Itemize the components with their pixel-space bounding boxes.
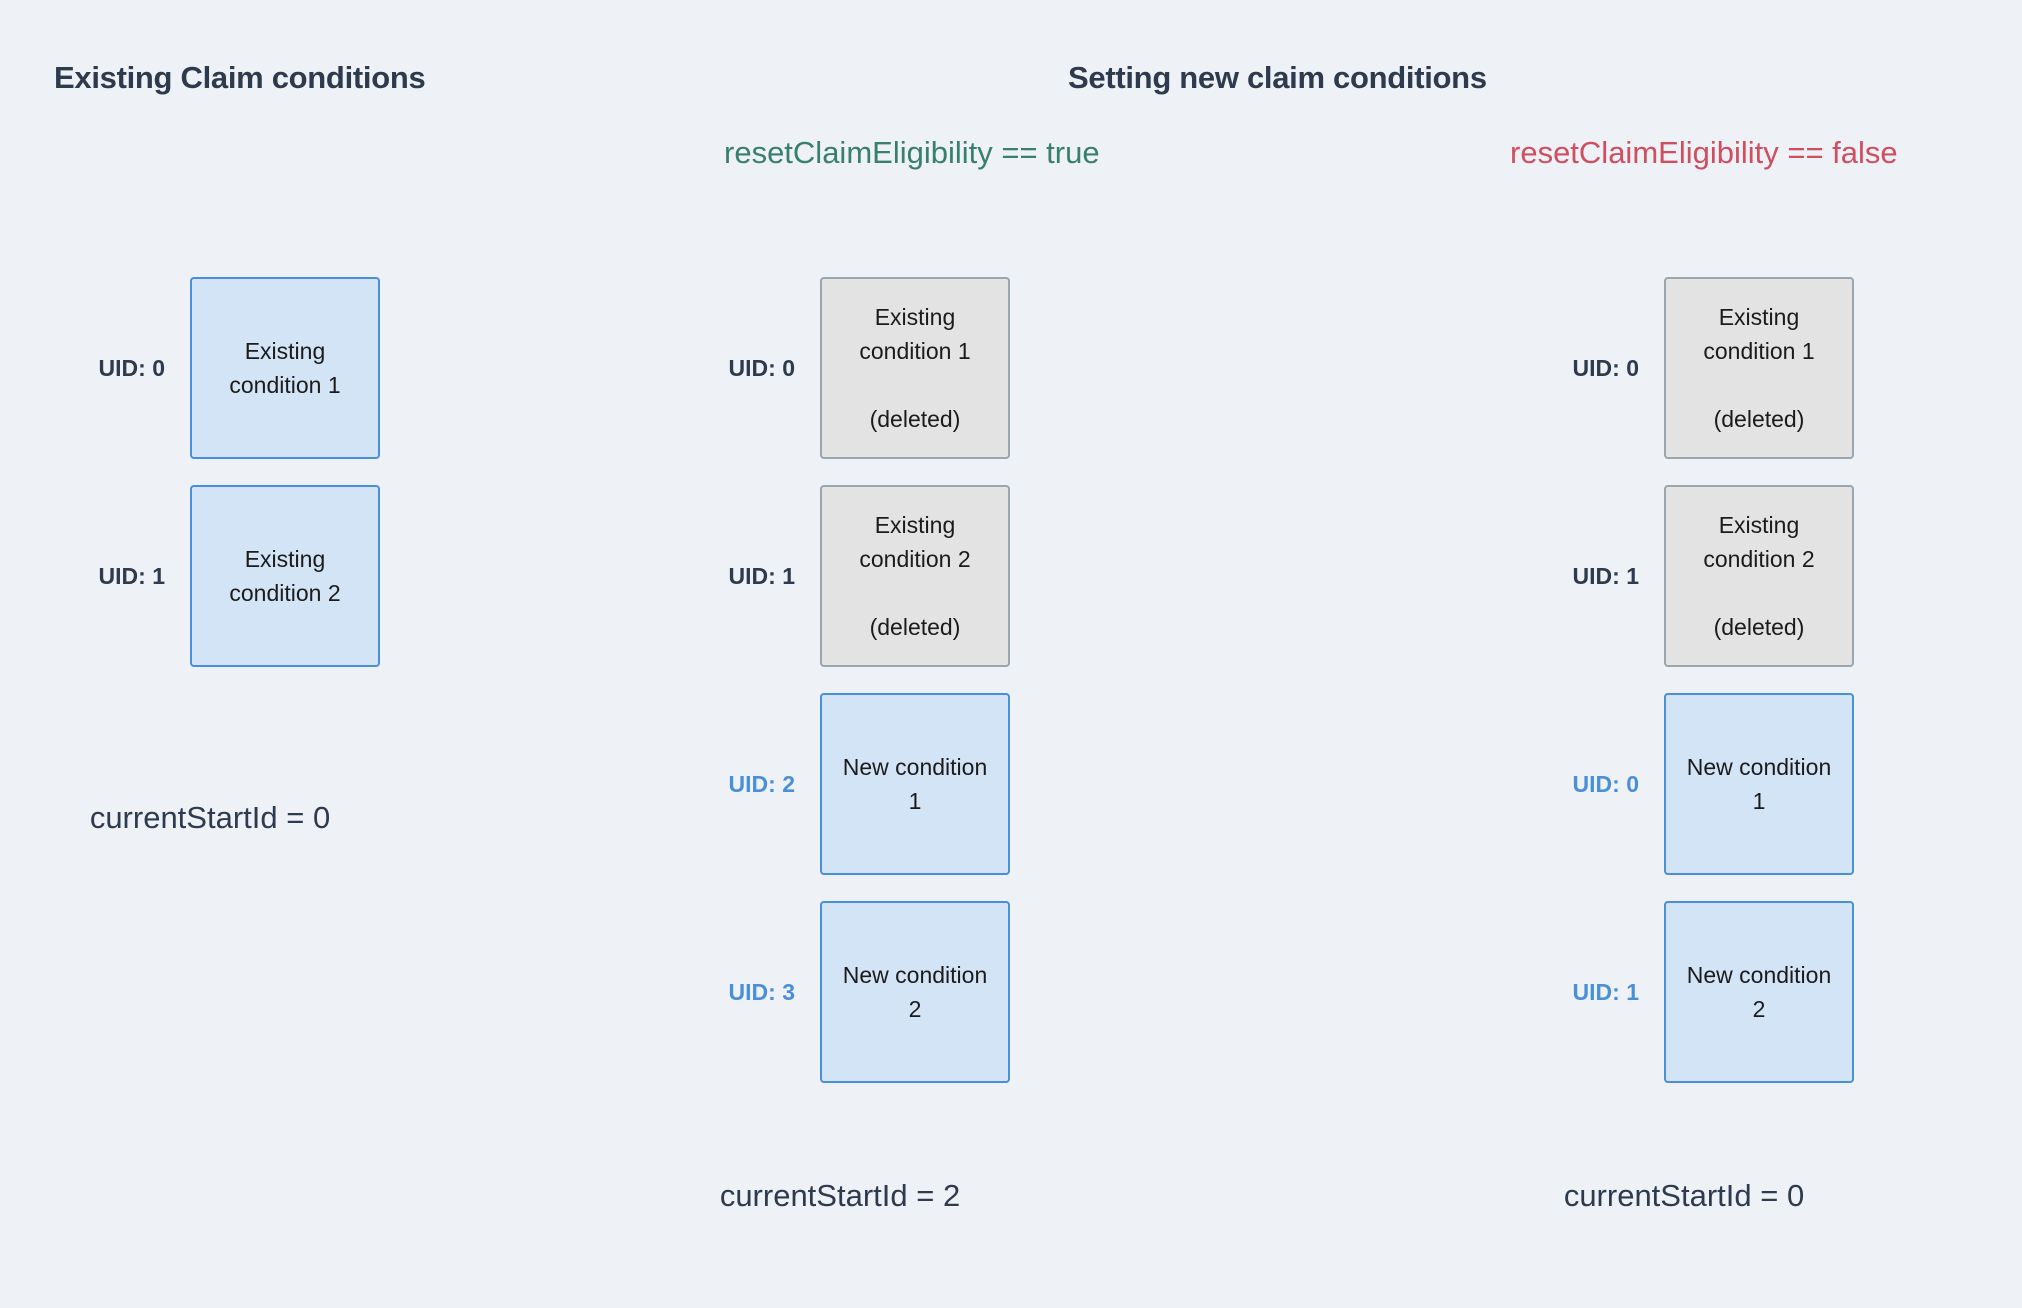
uid-label: UID: 1 bbox=[1572, 562, 1639, 589]
uid-label: UID: 1 bbox=[1572, 978, 1639, 1005]
condition-box-note: (deleted) bbox=[869, 614, 961, 640]
uid-label: UID: 1 bbox=[98, 562, 165, 589]
current-start-id-value: currentStartId = 2 bbox=[719, 1178, 961, 1213]
uid-label: UID: 0 bbox=[1572, 770, 1639, 797]
condition-row: UID: 2 New condition 1 bbox=[630, 693, 1050, 875]
uid-label: UID: 1 bbox=[728, 562, 795, 589]
condition-box-title: Existing condition 1 bbox=[1703, 304, 1815, 364]
condition-box-title: Existing condition 2 bbox=[859, 512, 971, 572]
condition-box-active: New condition 1 bbox=[820, 693, 1010, 875]
subtitle-reset-claim-eligibility-false: resetClaimEligibility == false bbox=[1510, 135, 1898, 170]
condition-row: UID: 0 New condition 1 bbox=[1474, 693, 1894, 875]
condition-box-active: New condition 2 bbox=[1664, 901, 1854, 1083]
current-start-id-value: currentStartId = 0 bbox=[1563, 1178, 1805, 1213]
page-title-existing-claim-conditions: Existing Claim conditions bbox=[54, 60, 426, 95]
condition-box-note: (deleted) bbox=[869, 406, 961, 432]
current-start-id-value: currentStartId = 0 bbox=[89, 800, 331, 835]
condition-row: UID: 1 Existing condition 2 (deleted) bbox=[1474, 485, 1894, 667]
uid-label: UID: 2 bbox=[728, 770, 795, 797]
condition-box-title: Existing condition 1 bbox=[229, 338, 341, 398]
condition-box-note: (deleted) bbox=[1713, 614, 1805, 640]
condition-box-title: New condition 1 bbox=[1686, 754, 1832, 814]
condition-box-title: Existing condition 2 bbox=[229, 546, 341, 606]
condition-box-title: New condition 2 bbox=[842, 962, 988, 1022]
condition-row: UID: 1 Existing condition 2 (deleted) bbox=[630, 485, 1050, 667]
condition-box-active: New condition 1 bbox=[1664, 693, 1854, 875]
page-title-setting-new-claim-conditions: Setting new claim conditions bbox=[1068, 60, 1487, 95]
condition-box-title: Existing condition 2 bbox=[1703, 512, 1815, 572]
condition-row: UID: 1 New condition 2 bbox=[1474, 901, 1894, 1083]
condition-row: UID: 3 New condition 2 bbox=[630, 901, 1050, 1083]
condition-box-title: Existing condition 1 bbox=[859, 304, 971, 364]
condition-box-deleted: Existing condition 1 (deleted) bbox=[820, 277, 1010, 459]
condition-row: UID: 1 Existing condition 2 bbox=[0, 485, 420, 667]
uid-label: UID: 0 bbox=[728, 354, 795, 381]
condition-box-deleted: Existing condition 2 (deleted) bbox=[820, 485, 1010, 667]
condition-box-deleted: Existing condition 1 (deleted) bbox=[1664, 277, 1854, 459]
condition-row: UID: 0 Existing condition 1 (deleted) bbox=[1474, 277, 1894, 459]
condition-box-active: Existing condition 2 bbox=[190, 485, 380, 667]
subtitle-reset-claim-eligibility-true: resetClaimEligibility == true bbox=[724, 135, 1100, 170]
uid-label: UID: 3 bbox=[728, 978, 795, 1005]
condition-box-active: New condition 2 bbox=[820, 901, 1010, 1083]
uid-label: UID: 0 bbox=[1572, 354, 1639, 381]
condition-row: UID: 0 Existing condition 1 bbox=[0, 277, 420, 459]
condition-box-note: (deleted) bbox=[1713, 406, 1805, 432]
condition-box-title: New condition 2 bbox=[1686, 962, 1832, 1022]
column-existing-conditions: UID: 0 Existing condition 1 UID: 1 Existing… bbox=[0, 0, 420, 1308]
condition-box-deleted: Existing condition 2 (deleted) bbox=[1664, 485, 1854, 667]
condition-box-title: New condition 1 bbox=[842, 754, 988, 814]
uid-label: UID: 0 bbox=[98, 354, 165, 381]
condition-box-active: Existing condition 1 bbox=[190, 277, 380, 459]
condition-row: UID: 0 Existing condition 1 (deleted) bbox=[630, 277, 1050, 459]
